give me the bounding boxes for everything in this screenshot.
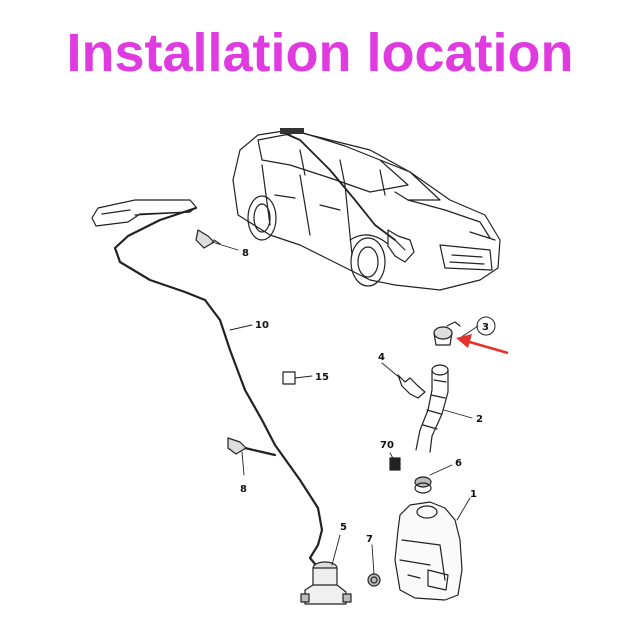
- clip-15: [282, 371, 296, 385]
- part-label-2: 2: [476, 414, 483, 425]
- part-label-7: 7: [366, 534, 373, 545]
- car-illustration: [232, 128, 501, 291]
- part-label-8-lower: 8: [240, 484, 247, 495]
- part-label-4: 4: [378, 352, 385, 363]
- seal-6: [414, 476, 432, 494]
- filler-cap: [433, 321, 461, 346]
- part-label-5: 5: [340, 522, 347, 533]
- grommet-7: [367, 573, 381, 587]
- part-label-10: 10: [255, 320, 269, 331]
- washer-pump: [300, 561, 352, 605]
- part-label-8-top: 8: [242, 248, 249, 259]
- part-label-15: 15: [315, 372, 329, 383]
- nozzle-lower: [227, 437, 247, 455]
- reservoir: [394, 501, 463, 601]
- pointer-arrow: [456, 334, 509, 355]
- part-label-1: 1: [470, 489, 477, 500]
- washer-hose: [113, 206, 324, 532]
- bracket-4: [397, 374, 426, 399]
- nozzle-top: [195, 229, 221, 249]
- clip-70: [389, 457, 401, 471]
- part-label-6: 6: [455, 458, 462, 469]
- label-3-highlight: [476, 316, 496, 336]
- page-title: Installation location: [66, 23, 574, 83]
- part-label-70: 70: [380, 440, 394, 451]
- part-label-3: 3: [482, 322, 489, 333]
- filler-neck: [415, 364, 449, 453]
